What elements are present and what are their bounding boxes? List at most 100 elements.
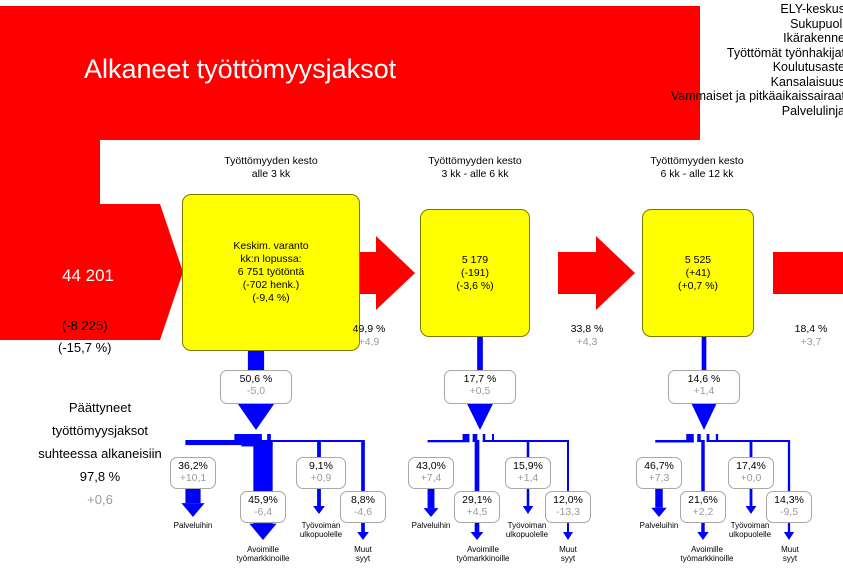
stage-1-box-line-5: (-9,4 %) (252, 292, 290, 304)
menu-item-palvelulinja[interactable]: Palvelulinja (781, 103, 843, 118)
transition-arrow-2 (558, 236, 635, 310)
stage-1-dest-other-change: -4,6 (353, 506, 373, 518)
stage-3-dest-other: 14,3% -9,5 (766, 491, 812, 523)
stage-1-dest-open-pct: 45,9% (248, 494, 278, 506)
stage-3-dest-open-name-2: työmarkkinoille (680, 554, 734, 563)
stage-3-exit-pct: 14,6 % +1,4 (668, 370, 740, 404)
menu-item-tyonhakijat[interactable]: Työttömät työnhakijat (726, 45, 843, 60)
stage-2-dest-1-connector (427, 440, 470, 443)
stage-2-dest-open-pct: 29,1% (462, 494, 492, 506)
stage-2-dest-open-name-1: Avoimille (467, 545, 499, 554)
ended-label-1: Päättyneet (68, 400, 132, 415)
stage-3-exit-change: +1,4 (693, 385, 715, 397)
stage-2-box-line-2: (-191) (460, 266, 489, 279)
stage-3-dest-other-pct: 14,3% (774, 494, 804, 506)
stage-3-next-change: +3,7 (800, 336, 822, 348)
stage-2-dest-outside-change: +1,4 (517, 472, 539, 484)
stage-3-next-pct: 18,4 % +3,7 (786, 323, 836, 349)
menu-item-ikarakenne[interactable]: Ikärakenne (783, 31, 843, 45)
menu-item-kansalaisuus[interactable]: Kansalaisuus (770, 74, 843, 89)
stage-3-dest-outside-name: Työvoiman ulkopuolelle (721, 521, 779, 539)
stage-1-dest-other: 8,8% -4,6 (340, 491, 386, 523)
stage-3-dest-2-arrow-shaft (701, 442, 705, 532)
stage-2-dest-3-arrow-head (522, 506, 534, 514)
ended-label-3: suhteessa alkaneisiin (38, 446, 162, 461)
ended-value: 97,8 % (79, 469, 121, 484)
stage-1-dest-outside-name: Työvoiman ulkopuolelle (292, 521, 350, 539)
stage-3-dest-1-arrow-shaft (655, 489, 663, 508)
stage-1-header-line-2: alle 3 kk (251, 168, 291, 180)
stage-1-dest-outside-pct: 9,1% (309, 460, 333, 472)
stage-1-dest-4-connector (267, 440, 365, 442)
stage-3-dest-open-change: +2,2 (692, 506, 714, 518)
stage-2-dest-outside-pct: 15,9% (513, 460, 543, 472)
stage-1-dest-open-name-1: Avoimille (247, 545, 279, 554)
stage-1-next-pct: 49,9 % +4,9 (344, 323, 394, 349)
stage-1-dest-outside-change: +0,9 (310, 472, 332, 484)
stage-2-dest-1-arrow-shaft (427, 489, 435, 509)
stage-1-dest-1-arrow-shaft (185, 489, 201, 504)
stage-1-exit-pct-value: 50,6 % (239, 373, 273, 385)
started-flow-top (0, 6, 700, 140)
stage-1-box: Keskim. varanto kk:n lopussa: 6 751 työt… (182, 194, 360, 351)
stage-3-exit-pct-value: 14,6 % (687, 373, 721, 385)
stage-1-dest-outside-name-1: Työvoiman (301, 521, 341, 530)
stage-2-header: Työttömyyden kesto 3 kk - alle 6 kk (420, 155, 530, 181)
stage-1-dest-3-arrow-head (313, 506, 325, 514)
stage-1-dest-outside: 9,1% +0,9 (296, 457, 346, 489)
started-change-pct: (-15,7 %) (58, 340, 112, 355)
stage-3-header: Työttömyyden kesto 6 kk - alle 12 kk (642, 155, 752, 181)
stage-1-dest-1-arrow-head (181, 503, 205, 517)
stage-3-exit-arrow (691, 404, 717, 430)
menu-item-ely[interactable]: ELY-keskus (780, 2, 843, 16)
stage-1-exit-pct: 50,6 % -5,0 (220, 370, 292, 404)
stage-1-dest-open-change: -6,4 (253, 506, 273, 518)
ended-change: +0,6 (87, 492, 113, 507)
stage-1-dest-other-name: Muut syyt (348, 545, 378, 563)
stage-2-next-pct-value: 33,8 % (570, 323, 604, 335)
stage-1-dest-1-connector (185, 440, 250, 446)
stage-1-dest-4-branch (267, 434, 271, 442)
stage-2-dest-4-connector (492, 440, 569, 442)
stage-3-dest-open-pct: 21,6% (688, 494, 718, 506)
ended-label-2: työttömyysjaksot (51, 423, 149, 438)
stage-3-dest-4-connector (715, 440, 791, 442)
stage-3-dest-services-change: +7,3 (648, 472, 670, 484)
menu-item-koulutus[interactable]: Koulutusaste (772, 60, 843, 74)
stage-2-exit-stem (477, 337, 483, 370)
stage-2-dest-3-branch (482, 434, 486, 442)
started-change: (-8 225) (62, 318, 108, 333)
stage-1-dest-other-name-2: syyt (355, 554, 371, 563)
stage-2-dest-open-change: +4,5 (466, 506, 488, 518)
stage-1-dest-2-branch (241, 434, 261, 442)
stage-2-exit-change: +0,5 (469, 385, 491, 397)
menu-item-sukupuoli[interactable]: Sukupuoli (790, 16, 843, 31)
stage-2-dest-other-name-2: syyt (560, 554, 576, 563)
stage-3-dest-services-name: Palveluihin (639, 521, 679, 530)
stage-2-dest-4-branch (492, 434, 494, 442)
stage-3-dest-3-arrow-head (745, 506, 757, 514)
stage-3-dest-1-arrow-head (651, 507, 667, 517)
stage-1-dest-other-pct: 8,8% (351, 494, 375, 506)
stage-2-exit-pct-value: 17,7 % (463, 373, 497, 385)
stage-3-dest-open-name: Avoimille työmarkkinoille (670, 545, 744, 563)
stage-3-dest-outside-name-2: ulkopuolelle (728, 530, 772, 539)
menu-item-vammaiset[interactable]: Vammaiset ja pitkäaikaissairaat (670, 89, 843, 103)
stage-2-dest-other-pct: 12,0% (553, 494, 583, 506)
stage-1-exit-stem (247, 351, 265, 370)
stage-2-dest-open: 29,1% +4,5 (454, 491, 500, 523)
stage-3-dest-open: 21,6% +2,2 (680, 491, 726, 523)
stage-2-dest-2-arrow-head (470, 532, 484, 540)
stage-1-dest-services: 36,2% +10,1 (170, 457, 216, 489)
stage-1-dest-open: 45,9% -6,4 (240, 491, 286, 523)
ended-summary: Päättyneet työttömyysjaksot suhteessa al… (10, 396, 190, 511)
stage-2-dest-other-change: -13,3 (556, 506, 580, 518)
stage-1-header: Työttömyyden kesto alle 3 kk (182, 155, 360, 181)
stage-2-next-change: +4,3 (576, 336, 598, 348)
stage-3-box-line-2: (+41) (685, 266, 711, 279)
stage-3-dest-1-branch (686, 434, 694, 442)
stage-3-dest-4-arrow-shaft (787, 442, 791, 532)
stage-2-dest-4-arrow-shaft (567, 442, 569, 532)
stage-2-dest-1-branch (462, 434, 470, 442)
